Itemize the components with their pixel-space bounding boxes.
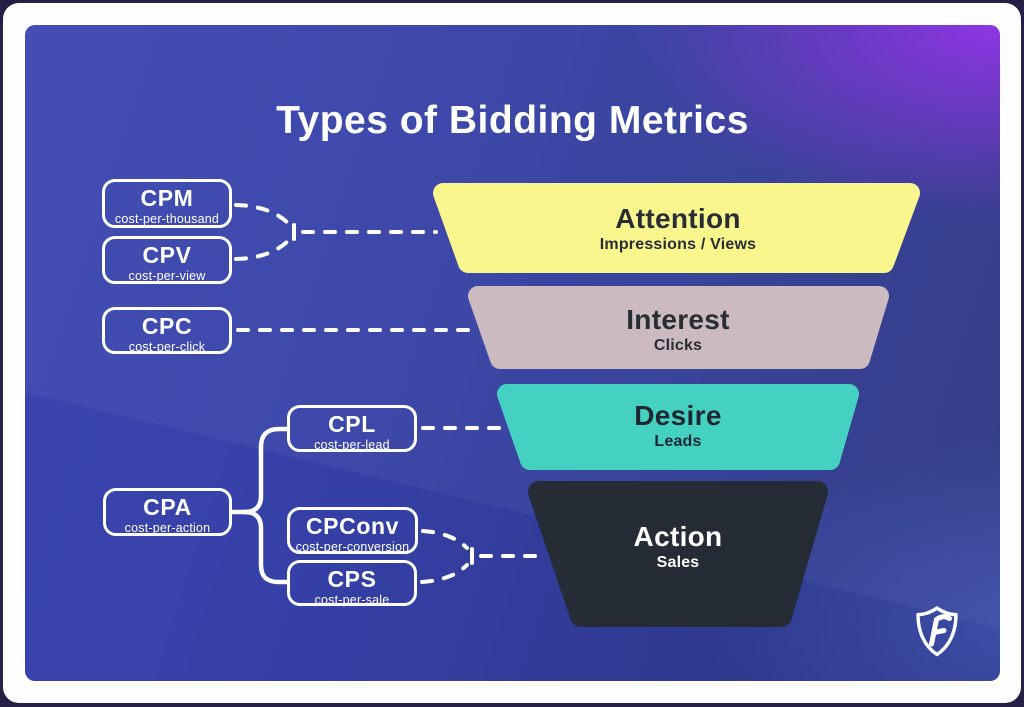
metric-box-cpconv: CPConv cost-per-conversion — [287, 507, 418, 554]
metric-label: CPV — [142, 242, 192, 268]
metric-desc: cost-per-thousand — [114, 212, 220, 227]
shield-f-icon — [916, 606, 958, 657]
funnel-stage-desire — [497, 384, 859, 470]
funnel-stage-label: Desire — [634, 400, 722, 431]
funnel-text-attention: Attention Impressions / Views — [600, 204, 756, 254]
metric-desc: cost-per-lead — [314, 438, 390, 453]
metric-desc: cost-per-sale — [314, 593, 390, 608]
metric-box-cpv: CPV cost-per-view — [102, 236, 232, 284]
metric-desc: cost-per-view — [128, 269, 206, 284]
funnel-text-action: Action Sales — [634, 522, 723, 572]
metric-desc: cost-per-action — [124, 521, 211, 536]
metric-box-cpc: CPC cost-per-click — [102, 307, 232, 354]
funnel-stage-label: Action — [633, 521, 723, 552]
funnel-text-desire: Desire Leads — [634, 401, 721, 451]
funnel-stage-sub: Clicks — [653, 337, 703, 355]
funnel-stage-sub: Sales — [656, 554, 700, 572]
funnel-text-interest: Interest Clicks — [626, 305, 730, 355]
connector-cpm-cpv-attention — [234, 203, 438, 261]
metric-label: CPC — [141, 313, 193, 339]
metric-label: CPConv — [305, 513, 400, 539]
metric-desc: cost-per-click — [128, 340, 206, 355]
funnel-stage-label: Attention — [615, 203, 741, 234]
metric-desc: cost-per-conversion — [295, 540, 410, 555]
metric-box-cpl: CPL cost-per-lead — [287, 405, 417, 452]
funnel-stage-attention — [433, 183, 920, 273]
funnel-stage-sub: Leads — [654, 433, 702, 451]
metric-label: CPM — [140, 185, 194, 211]
funnel-stage-sub: Impressions / Views — [599, 236, 757, 254]
funnel-stage-action — [528, 481, 828, 627]
metric-label: CPA — [143, 494, 192, 520]
page-title: Types of Bidding Metrics — [276, 99, 749, 142]
funnel-stage-label: Interest — [626, 304, 730, 335]
funnel-stage-interest — [468, 286, 889, 369]
metric-box-cpm: CPM cost-per-thousand — [102, 179, 232, 228]
cpa-bracket — [230, 426, 290, 585]
metric-box-cpa: CPA cost-per-action — [103, 488, 232, 536]
connector-cpconv-cps-action — [420, 529, 544, 584]
metric-box-cps: CPS cost-per-sale — [287, 560, 417, 608]
metric-label: CPL — [328, 411, 376, 437]
metric-label: CPS — [327, 566, 377, 592]
